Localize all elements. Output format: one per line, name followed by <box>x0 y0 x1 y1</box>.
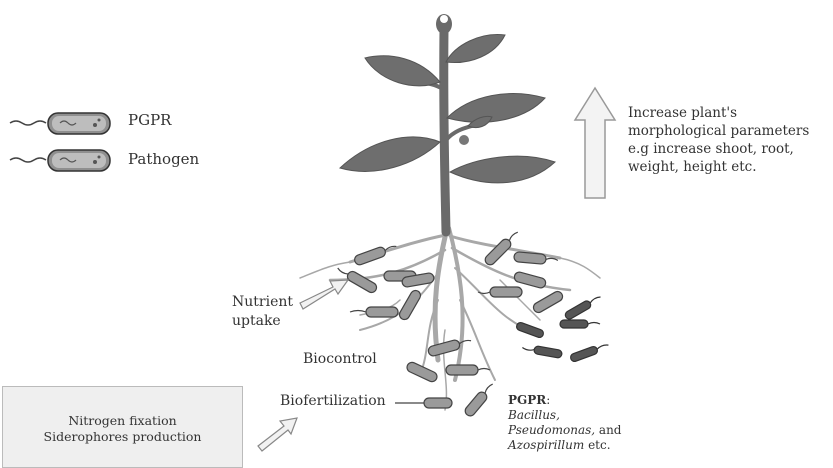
morphology-line-4: weight, height etc. <box>628 158 809 176</box>
mechanism-box: Nitrogen fixation Siderophores productio… <box>2 386 243 468</box>
pgpr-example-2-line: Pseudomonas, and <box>508 423 622 438</box>
legend-pgpr-label: PGPR <box>128 111 171 129</box>
nutrient-uptake-arrow-icon <box>300 280 348 309</box>
legend-pathogen-icon <box>10 150 110 171</box>
root-pathogen-bacteria <box>515 294 609 363</box>
pgpr-example-3-rest: etc. <box>584 438 610 452</box>
morphology-line-2: morphological parameters <box>628 122 809 140</box>
growth-up-arrow-icon <box>575 88 615 198</box>
box-line-2: Siderophores production <box>3 429 242 445</box>
box-line-1: Nitrogen fixation <box>3 413 242 429</box>
pgpr-examples-heading-line: PGPR: <box>508 393 622 408</box>
pgpr-example-3-line: Azospirillum etc. <box>508 438 622 453</box>
mechanism-box-text: Nitrogen fixation Siderophores productio… <box>3 413 242 445</box>
biofertilization-label: Biofertilization <box>280 393 386 409</box>
pgpr-examples-heading: PGPR <box>508 393 546 407</box>
morphology-description: Increase plant's morphological parameter… <box>628 104 809 176</box>
nutrient-line-2: uptake <box>232 312 293 331</box>
morphology-line-1: Increase plant's <box>628 104 809 122</box>
pgpr-example-2: Pseudomonas, <box>508 423 595 437</box>
biocontrol-label: Biocontrol <box>303 351 377 367</box>
pgpr-examples: PGPR: Bacillus, Pseudomonas, and Azospir… <box>508 393 622 453</box>
legend-pgpr-icon <box>10 113 110 134</box>
plant-roots <box>300 228 600 410</box>
morphology-line-3: e.g increase shoot, root, <box>628 140 809 158</box>
pgpr-example-2-rest: and <box>595 423 621 437</box>
root-pgpr-bacteria <box>335 229 564 418</box>
box-arrow-icon <box>258 418 297 451</box>
pgpr-example-3: Azospirillum <box>508 438 584 452</box>
nutrient-uptake-label: Nutrient uptake <box>232 293 293 331</box>
nutrient-line-1: Nutrient <box>232 293 293 312</box>
pgpr-example-1: Bacillus, <box>508 408 622 423</box>
legend-pathogen-label: Pathogen <box>128 150 199 168</box>
